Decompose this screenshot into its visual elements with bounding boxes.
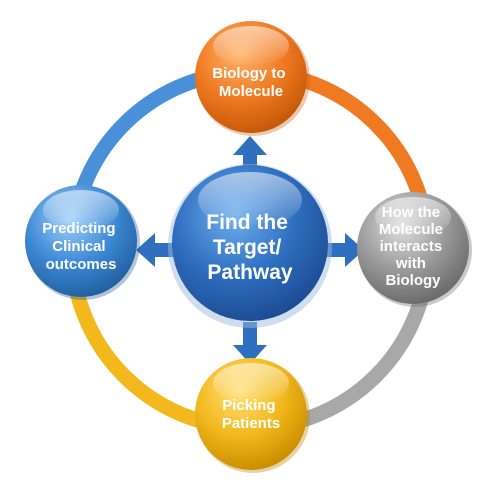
arrow-up xyxy=(233,136,267,178)
node-molecule-interacts-biology: How the Molecule interacts with Biology xyxy=(357,192,472,307)
node-bottom-label: Picking Patients xyxy=(222,397,280,432)
arrows xyxy=(136,136,364,364)
node-top-label: Biology to Molecule xyxy=(212,65,290,100)
node-biology-to-molecule: Biology to Molecule xyxy=(195,21,310,136)
node-picking-patients: Picking Patients xyxy=(195,358,310,473)
center-label: Find the Target/ Pathway xyxy=(206,211,294,284)
node-predicting-clinical-outcomes: Predicting Clinical outcomes xyxy=(25,185,140,300)
node-left-label: Predicting Clinical outcomes xyxy=(42,220,120,273)
arrow-left xyxy=(136,233,178,267)
node-right-label: How the Molecule interacts with Biology xyxy=(379,204,447,289)
center-node: Find the Target/ Pathway xyxy=(168,164,332,328)
arrow-right xyxy=(322,233,364,267)
arrow-down xyxy=(233,322,267,364)
